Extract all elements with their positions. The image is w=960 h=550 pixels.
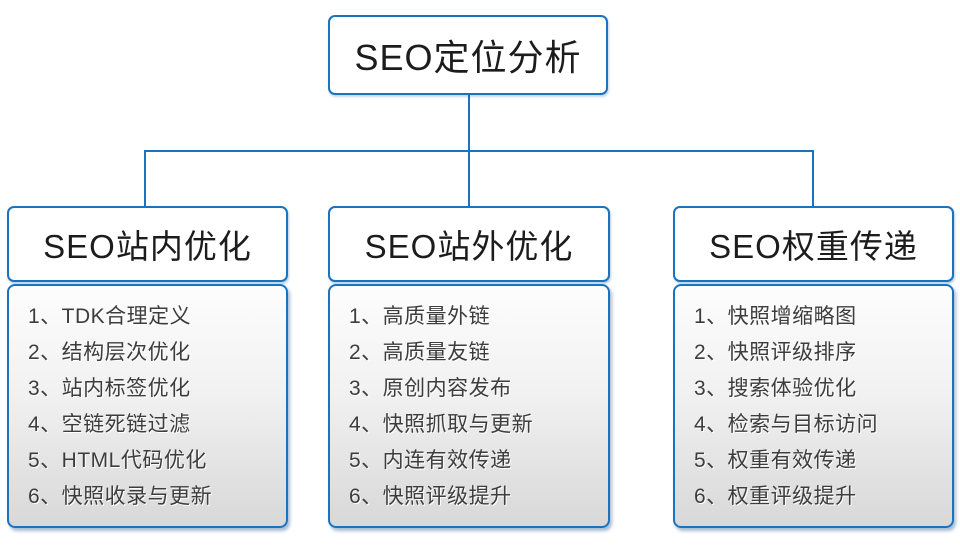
list-item: 4、空链死链过滤: [28, 413, 191, 436]
branch-node-label: SEO站内优化: [43, 228, 252, 265]
list-item: 1、TDK合理定义: [28, 305, 192, 328]
branch-panel-offsite: 1、高质量外链 2、高质量友链 3、原创内容发布 4、快照抓取与更新 5、内连有…: [328, 284, 610, 528]
branch-node-offsite: SEO站外优化: [328, 206, 610, 282]
branch-node-label: SEO权重传递: [709, 228, 918, 265]
branch-node-label: SEO站外优化: [364, 228, 574, 265]
branch-node-onsite: SEO站内优化: [7, 206, 288, 282]
connector-drop-left: [144, 150, 146, 207]
list-item: 1、高质量外链: [349, 305, 491, 328]
root-node-label: SEO定位分析: [354, 37, 582, 78]
connector-drop-right: [812, 150, 814, 207]
list-item: 3、原创内容发布: [349, 377, 512, 400]
list-item: 5、权重有效传递: [694, 449, 857, 472]
list-item: 2、高质量友链: [349, 341, 491, 364]
list-item: 6、权重评级提升: [694, 485, 857, 508]
list-item: 3、搜索体验优化: [694, 377, 857, 400]
list-item: 4、快照抓取与更新: [349, 413, 534, 436]
list-item: 1、快照增缩略图: [694, 305, 857, 328]
branch-node-weight-transfer: SEO权重传递: [673, 206, 954, 282]
connector-drop-middle: [468, 150, 470, 207]
list-item: 4、检索与目标访问: [694, 413, 879, 436]
list-item: 3、站内标签优化: [28, 377, 191, 400]
list-item: 6、快照收录与更新: [28, 485, 213, 508]
list-item: 5、内连有效传递: [349, 449, 512, 472]
connector-horizontal-bar: [144, 150, 814, 152]
branch-panel-weight-transfer: 1、快照增缩略图 2、快照评级排序 3、搜索体验优化 4、检索与目标访问 5、权…: [673, 284, 954, 528]
connector-root-stem: [468, 94, 470, 152]
list-item: 2、快照评级排序: [694, 341, 857, 364]
root-node-seo-positioning: SEO定位分析: [328, 15, 608, 95]
list-item: 5、HTML代码优化: [28, 449, 207, 472]
list-item: 6、快照评级提升: [349, 485, 512, 508]
list-item: 2、结构层次优化: [28, 341, 191, 364]
branch-panel-onsite: 1、TDK合理定义 2、结构层次优化 3、站内标签优化 4、空链死链过滤 5、H…: [7, 284, 288, 528]
